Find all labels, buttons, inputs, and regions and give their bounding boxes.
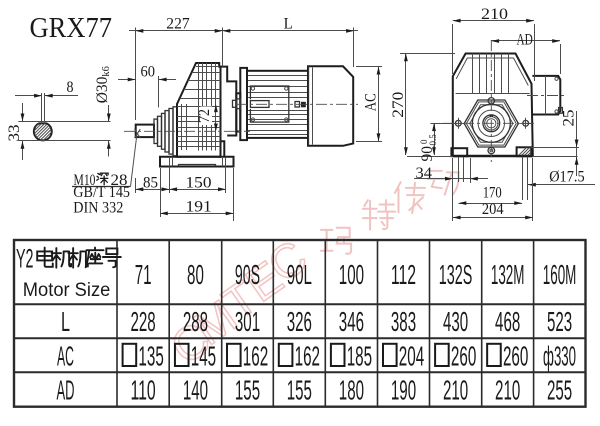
svg-text:162: 162 (243, 341, 268, 372)
svg-text:110: 110 (131, 375, 156, 406)
svg-text:301: 301 (235, 306, 260, 337)
svg-text:900-0.5: 900-0.5 (419, 134, 438, 162)
svg-text:140: 140 (183, 375, 208, 406)
svg-text:180: 180 (339, 375, 364, 406)
svg-text:150: 150 (186, 174, 212, 191)
svg-text:270: 270 (390, 91, 407, 117)
svg-text:M10: M10 (74, 172, 96, 189)
svg-text:383: 383 (391, 306, 416, 337)
svg-text:GRX77: GRX77 (30, 12, 113, 44)
svg-text:430: 430 (443, 306, 468, 337)
svg-text:DIN 332: DIN 332 (73, 200, 123, 217)
svg-text:8: 8 (67, 79, 74, 96)
svg-text:260: 260 (451, 341, 476, 372)
svg-text:185: 185 (347, 341, 372, 372)
svg-text:AD: AD (517, 31, 533, 48)
svg-text:72: 72 (196, 109, 213, 123)
svg-text:132S: 132S (439, 259, 473, 290)
svg-text:Motor Size: Motor Size (23, 279, 111, 301)
svg-text:260: 260 (503, 341, 528, 372)
svg-text:346: 346 (339, 306, 364, 337)
svg-text:468: 468 (495, 306, 520, 337)
svg-text:135: 135 (138, 341, 163, 372)
svg-text:L: L (284, 16, 293, 33)
svg-text:228: 228 (131, 306, 156, 337)
svg-text:AC: AC (57, 341, 74, 372)
svg-text:145: 145 (191, 341, 216, 372)
svg-text:60: 60 (141, 64, 156, 81)
svg-text:Y2: Y2 (16, 244, 34, 274)
svg-text:100: 100 (339, 259, 364, 290)
svg-text:210: 210 (495, 375, 520, 406)
svg-text:ф330: ф330 (543, 341, 576, 372)
svg-text:AC: AC (362, 93, 379, 111)
svg-text:162: 162 (295, 341, 320, 372)
svg-text:85: 85 (143, 174, 158, 191)
svg-text:112: 112 (391, 259, 416, 290)
svg-text:288: 288 (183, 306, 208, 337)
svg-text:190: 190 (391, 375, 416, 406)
svg-text:326: 326 (287, 306, 312, 337)
svg-text:227: 227 (166, 16, 190, 33)
svg-text:34: 34 (416, 165, 433, 182)
svg-text:90L: 90L (287, 259, 312, 290)
svg-text:GB/T 145: GB/T 145 (73, 184, 130, 201)
svg-text:191: 191 (186, 199, 212, 216)
svg-text:132M: 132M (491, 259, 525, 290)
svg-text:210: 210 (443, 375, 468, 406)
svg-text:204: 204 (482, 201, 504, 218)
svg-text:523: 523 (547, 306, 572, 337)
svg-text:28: 28 (111, 172, 128, 189)
svg-text:Ø17.5: Ø17.5 (549, 169, 585, 186)
svg-text:AD: AD (57, 375, 75, 406)
svg-text:255: 255 (547, 375, 572, 406)
svg-text:160M: 160M (543, 259, 577, 290)
svg-text:33: 33 (6, 124, 23, 141)
svg-text:155: 155 (235, 375, 260, 406)
svg-text:210: 210 (481, 6, 508, 23)
svg-text:155: 155 (287, 375, 312, 406)
svg-text:25: 25 (560, 109, 577, 126)
svg-text:204: 204 (399, 341, 424, 372)
svg-text:170: 170 (483, 185, 502, 202)
svg-text:90S: 90S (235, 259, 260, 290)
svg-text:L: L (61, 306, 70, 337)
svg-text:80: 80 (187, 259, 204, 290)
svg-text:71: 71 (135, 259, 152, 290)
